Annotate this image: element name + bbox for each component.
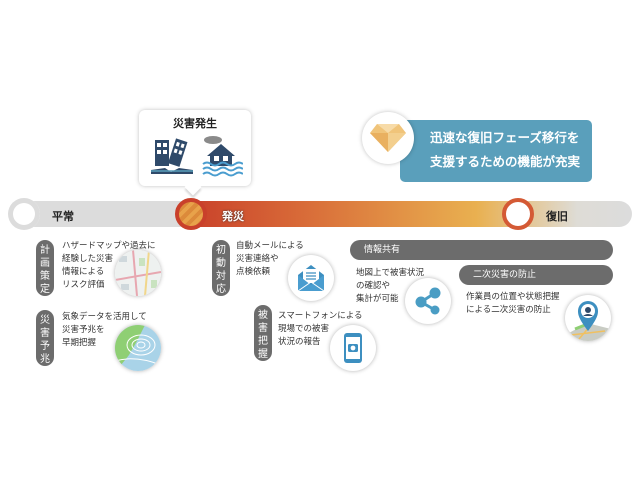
weather-map-icon <box>115 325 161 371</box>
secondary-disaster-description: 作業員の位置や状態把握 による二次災害の防止 <box>466 292 560 315</box>
tag-planning: 計画策定 <box>36 240 54 296</box>
phase-label-disaster: 発災 <box>222 210 244 223</box>
tag-initial-response: 初動対応 <box>212 240 230 296</box>
tag-prediction: 災害予兆 <box>36 310 54 366</box>
tag-damage-assessment: 被害把握 <box>254 305 272 361</box>
phase-node-normal <box>8 198 40 230</box>
initial-response-description: 自動メールによる 災害連絡や 点検依頼 <box>236 241 304 277</box>
phase-node-disaster <box>175 198 207 230</box>
mail-icon <box>288 255 334 301</box>
tag-information-sharing: 情報共有 <box>350 240 613 260</box>
planning-description: ハザードマップや過去に 経験した災害 情報による リスク評価 <box>62 241 156 290</box>
feature-line-1: 迅速な復旧フェーズ移行を <box>430 130 580 145</box>
prediction-description: 気象データを活用して 災害予兆を 早期把握 <box>62 312 147 348</box>
map-icon <box>115 250 161 296</box>
smartphone-camera-icon <box>330 325 376 371</box>
feature-summary-box: 迅速な復旧フェーズ移行を 支援するための機能が充実 <box>400 120 592 182</box>
collapsed-building-icon <box>151 138 193 174</box>
phase-label-recovery: 復旧 <box>546 210 568 223</box>
damage-assessment-description: スマートフォンによる 現場での被害 状況の報告 <box>278 311 363 347</box>
location-pin-worker-icon <box>565 295 611 341</box>
timeline-active-track <box>190 201 630 227</box>
callout-title: 災害発生 <box>173 117 217 130</box>
share-icon <box>405 278 451 324</box>
phase-label-normal: 平常 <box>52 210 74 223</box>
phase-node-recovery <box>502 198 534 230</box>
feature-line-2: 支援するための機能が充実 <box>430 154 581 169</box>
flooded-house-icon <box>202 136 243 177</box>
information-sharing-description: 地図上で被害状況 の確認や 集計が可能 <box>356 268 425 304</box>
gem-icon <box>370 124 406 152</box>
disaster-callout: 災害発生 <box>139 110 251 186</box>
gem-badge <box>362 112 414 164</box>
tag-secondary-disaster-prevention: 二次災害の防止 <box>459 265 613 285</box>
